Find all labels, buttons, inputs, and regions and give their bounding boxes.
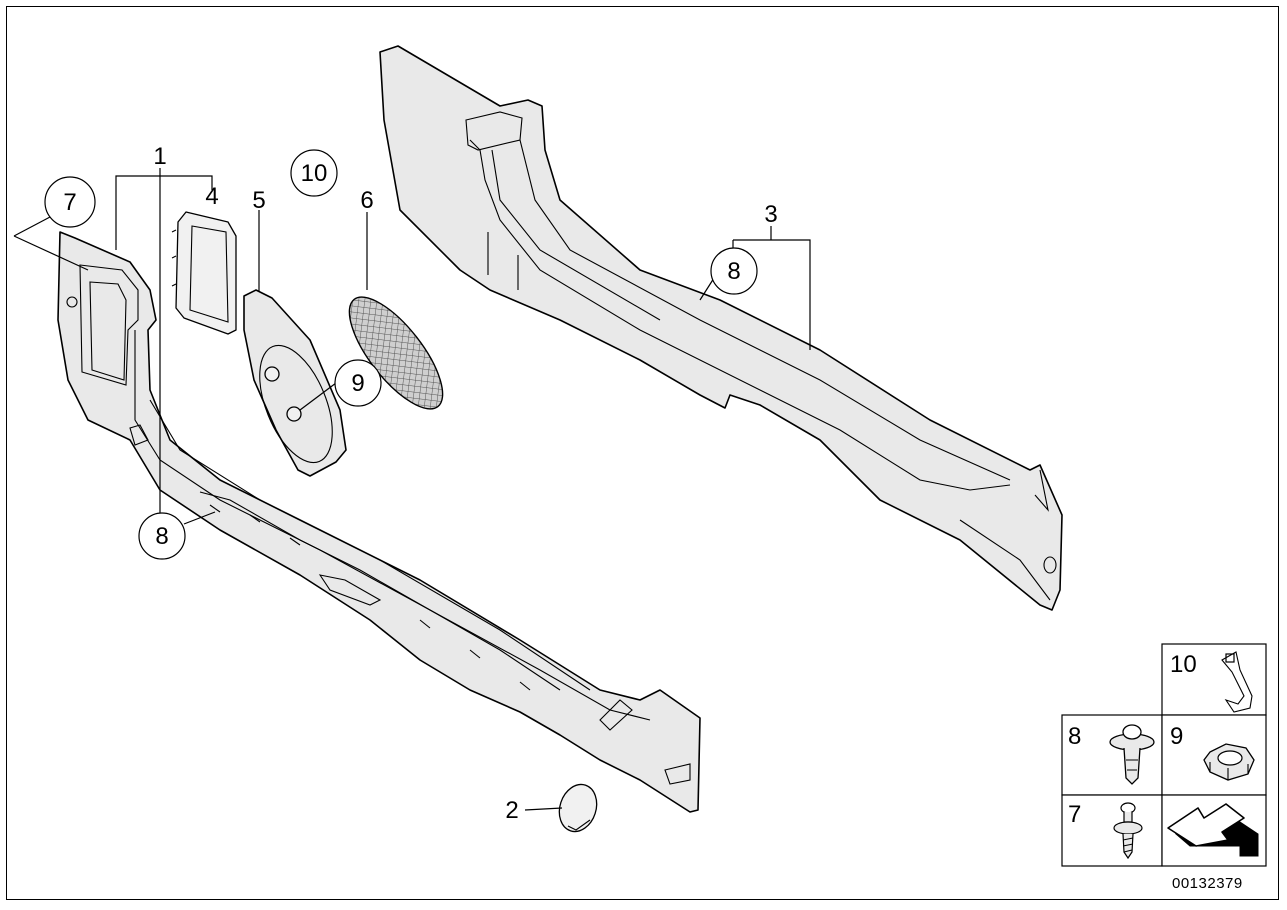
- callout-2: 2: [505, 797, 518, 824]
- callout-3: 3: [764, 201, 777, 228]
- legend-label-10: 10: [1170, 651, 1197, 678]
- callout-8-left: 8: [155, 523, 168, 550]
- callout-ring-8-left: 8: [138, 512, 186, 560]
- callout-5: 5: [252, 187, 265, 214]
- cover-frame-part-4: [171, 211, 237, 335]
- callout-8-right: 8: [727, 258, 740, 285]
- callout-4: 4: [205, 183, 218, 210]
- clip-icon: [1221, 651, 1253, 713]
- fastener-legend: 10 8 9 7: [1061, 643, 1267, 867]
- legend-label-7: 7: [1068, 801, 1081, 828]
- legend-label-9: 9: [1170, 723, 1183, 750]
- callout-ring-8-right: 8: [710, 247, 758, 295]
- legend-label-8: 8: [1068, 723, 1081, 750]
- callout-1: 1: [153, 143, 166, 170]
- callout-6: 6: [360, 187, 373, 214]
- cover-cap-part-2: [558, 783, 598, 833]
- callout-ring-10: 10: [290, 149, 338, 197]
- speaker-cover-part-5: [243, 289, 347, 477]
- sill-trim-part-3: [379, 45, 1063, 611]
- callout-ring-7: 7: [44, 176, 96, 228]
- drawing-number: 00132379: [1172, 875, 1243, 892]
- callout-10: 10: [301, 160, 328, 187]
- sill-trim-part-1: [57, 231, 701, 813]
- legend-cell-8: [1061, 714, 1163, 796]
- callout-9: 9: [351, 370, 364, 397]
- leader-lines: [13, 168, 811, 811]
- legend-cell-7: [1061, 794, 1163, 867]
- screw-icon: [1113, 802, 1143, 860]
- callout-labels: 1 4 5 6 3 2 10 7 8 9 8: [44, 143, 778, 824]
- callout-7: 7: [63, 189, 76, 216]
- legend-cell-10: [1161, 643, 1267, 716]
- callout-ring-9: 9: [334, 359, 382, 407]
- hex-nut-icon: [1203, 743, 1255, 781]
- direction-arrow-icon: [1167, 803, 1259, 857]
- expanding-rivet-icon: [1109, 724, 1155, 785]
